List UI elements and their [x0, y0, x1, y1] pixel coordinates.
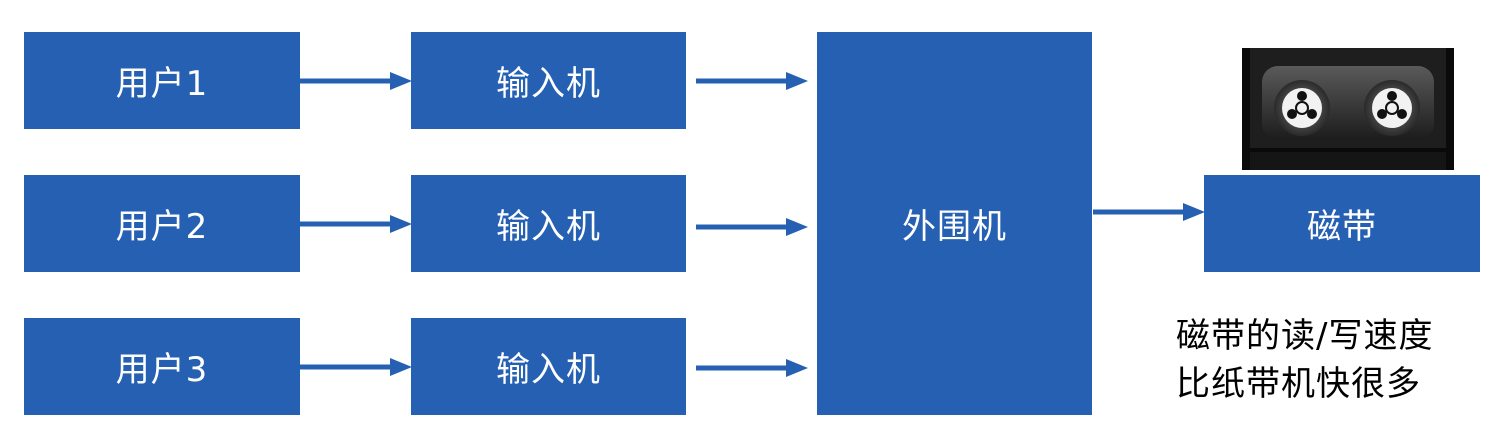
input-box-2: 输入机: [411, 175, 686, 272]
user-box-1: 用户1: [24, 32, 300, 129]
peripheral-box: 外围机: [817, 32, 1092, 415]
input-label-2: 输入机: [496, 207, 601, 247]
input-box-1: 输入机: [411, 32, 686, 129]
arrow-input1-to-peripheral: [696, 70, 808, 92]
input-label-1: 输入机: [496, 64, 601, 104]
note-line-1: 磁带的读/写速度: [1176, 316, 1434, 356]
user-label-3: 用户3: [115, 350, 209, 390]
input-label-3: 输入机: [496, 350, 601, 390]
input-box-3: 输入机: [411, 318, 686, 415]
note-line-2: 比纸带机快很多: [1176, 364, 1421, 404]
peripheral-label: 外围机: [902, 207, 1007, 247]
arrow-input2-to-peripheral: [696, 216, 808, 238]
arrow-peripheral-to-tape: [1093, 201, 1205, 223]
tape-label: 磁带: [1307, 207, 1377, 247]
user-box-3: 用户3: [24, 318, 300, 415]
arrow-user1-to-input1: [300, 70, 412, 92]
user-box-2: 用户2: [24, 175, 300, 272]
user-label-1: 用户1: [115, 64, 209, 104]
tape-drive-image: [1242, 48, 1454, 170]
arrow-user3-to-input3: [300, 356, 412, 378]
arrow-user2-to-input2: [300, 213, 412, 235]
arrow-input3-to-peripheral: [696, 357, 808, 379]
user-label-2: 用户2: [115, 207, 209, 247]
tape-speed-note: 磁带的读/写速度 比纸带机快很多: [1176, 312, 1496, 408]
tape-box: 磁带: [1204, 175, 1480, 272]
